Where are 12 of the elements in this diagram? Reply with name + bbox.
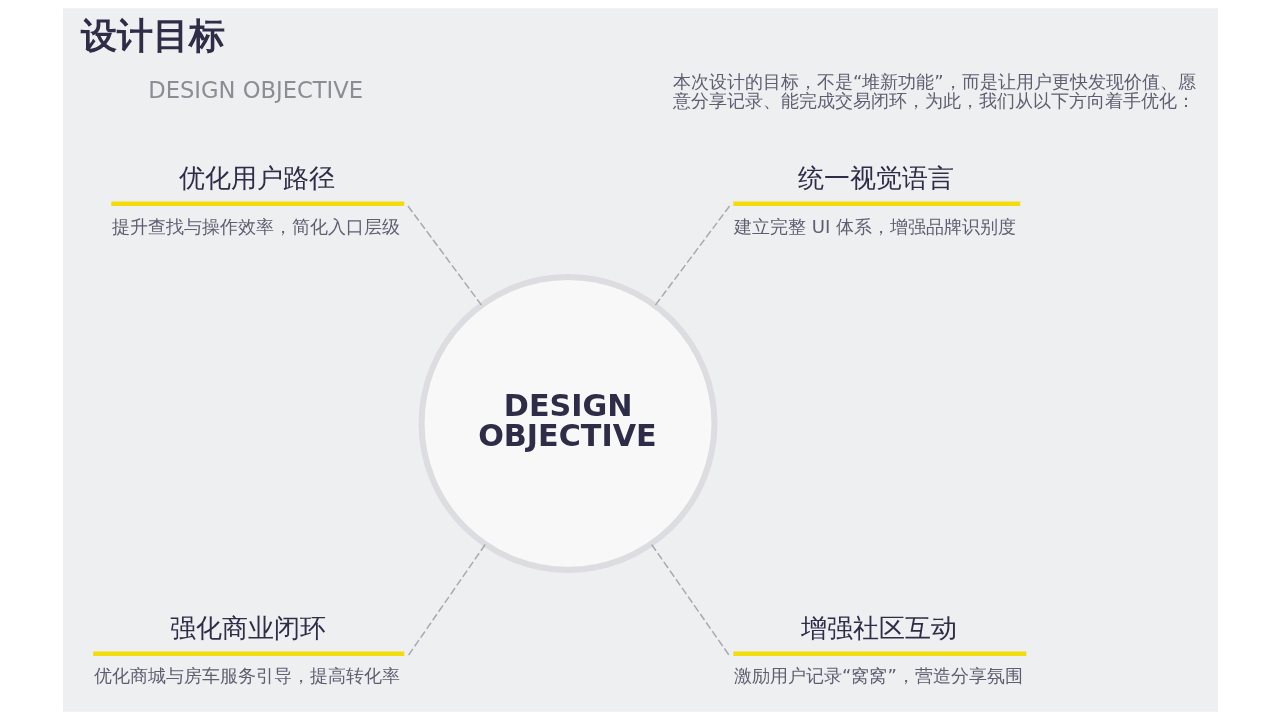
- label: 本次设计的目标，不是“堆新功能”，而是让用户更快发现价值、愿意分享记录、能完成交易闭环，为此，我们从以下方向着手优化：: [672, 70, 1196, 112]
- connector: [406, 205, 482, 306]
- node-text: 增强社区互动 激励用户记录“窝窝”，营造分享氛围: [733, 613, 1023, 687]
- node-text: 优化用户路径 提升查找与操作效率，简化入口层级: [111, 163, 400, 237]
- connector: [650, 543, 730, 657]
- connector: [654, 205, 730, 306]
- node-text: 强化商业闭环 优化商城与房车服务引导，提高转化率: [93, 613, 400, 687]
- node-text: 统一视觉语言 建立完整 UI 体系，增强品牌识别度: [733, 163, 1016, 237]
- label: DESIGN OBJECTIVE: [147, 77, 363, 104]
- node-circle: DESIGN OBJECTIVE: [418, 273, 717, 573]
- connector: [406, 543, 486, 657]
- diagram-title: 设计目标: [80, 13, 225, 57]
